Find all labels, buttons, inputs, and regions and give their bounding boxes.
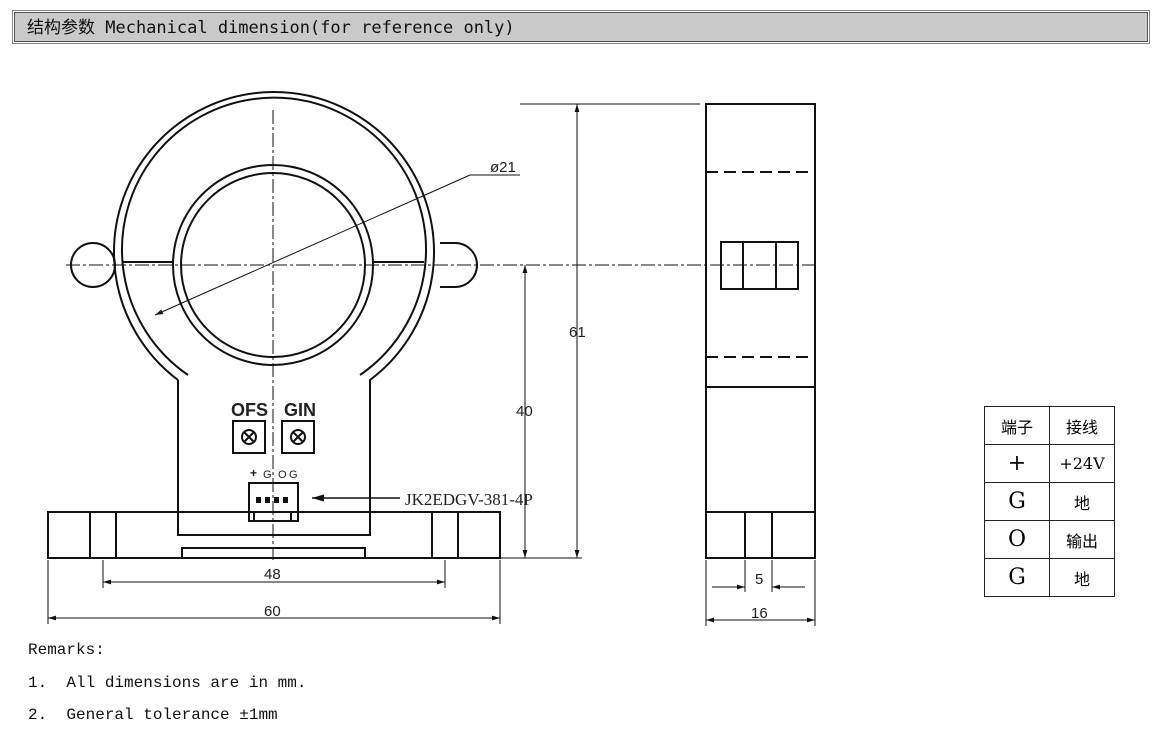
section-header: 结构参数 Mechanical dimension(for reference … bbox=[12, 10, 1150, 44]
front-view bbox=[47, 91, 501, 559]
connector-label: JK2EDGV-381-4P bbox=[405, 490, 533, 509]
wiring-cell: 地 bbox=[1049, 558, 1115, 597]
wiring-cell: 输出 bbox=[1049, 520, 1115, 559]
table-row: ++24V bbox=[984, 444, 1115, 483]
ofs-label: OFS bbox=[231, 400, 268, 420]
side-view bbox=[705, 103, 816, 559]
remark-item: 1. All dimensions are in mm. bbox=[28, 674, 307, 692]
header-cell: 接线 bbox=[1049, 406, 1115, 445]
pin-label: G bbox=[263, 469, 272, 481]
remark-item: 2. General tolerance ±1mm bbox=[28, 706, 278, 724]
diameter-label: ø21 bbox=[490, 159, 516, 176]
wiring-cell: +24V bbox=[1049, 444, 1115, 483]
pin-cell: G bbox=[984, 482, 1050, 521]
dim-40: 40 bbox=[516, 403, 533, 420]
dim-48: 48 bbox=[264, 566, 281, 583]
dim-61: 61 bbox=[569, 324, 586, 341]
pin-cell: O bbox=[984, 520, 1050, 559]
pin-cell: G bbox=[984, 558, 1050, 597]
dim-16: 16 bbox=[751, 605, 768, 622]
gin-label: GIN bbox=[284, 400, 316, 420]
pin-cell: + bbox=[984, 444, 1050, 483]
dim-60: 60 bbox=[264, 603, 281, 620]
dim-5: 5 bbox=[755, 571, 763, 588]
pin-label: O bbox=[278, 469, 287, 481]
pin-label: G bbox=[289, 469, 298, 481]
table-header: 端子接线 bbox=[984, 406, 1115, 445]
header-cell: 端子 bbox=[984, 406, 1050, 445]
wiring-cell: 地 bbox=[1049, 482, 1115, 521]
adjust-pot-icons bbox=[241, 429, 306, 445]
remarks-title: Remarks: bbox=[28, 641, 105, 659]
pin-label: + bbox=[250, 466, 257, 480]
